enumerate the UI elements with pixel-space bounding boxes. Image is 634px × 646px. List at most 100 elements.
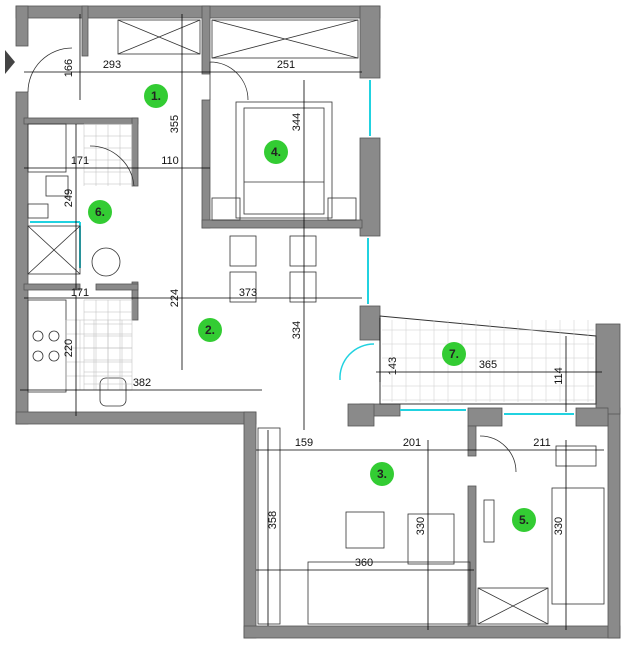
chair xyxy=(289,235,317,267)
bathtub xyxy=(27,225,81,275)
dimension-label: 171 xyxy=(71,155,89,167)
room-marker-4: 4. xyxy=(264,140,288,164)
wall xyxy=(467,485,477,627)
wall xyxy=(23,283,81,291)
nightstand xyxy=(327,197,357,221)
door-swing xyxy=(209,61,249,101)
room-label: 7. xyxy=(449,347,459,361)
room-marker-5: 5. xyxy=(512,508,536,532)
wall xyxy=(15,5,381,19)
dimension-label: 110 xyxy=(161,155,179,167)
wall xyxy=(467,407,503,427)
room-label: 1. xyxy=(151,89,161,103)
room-marker-3: 3. xyxy=(370,462,394,486)
wall xyxy=(81,5,89,57)
wall xyxy=(575,407,609,427)
stove-burner xyxy=(32,330,44,342)
room-label: 2. xyxy=(205,323,215,337)
room-label: 4. xyxy=(271,145,281,159)
double-bed xyxy=(235,101,333,219)
dimension-label: 358 xyxy=(267,511,279,529)
dimension-texts: 293 251 166 355 344 171 110 249 171 373 … xyxy=(63,59,565,569)
doors xyxy=(27,47,517,473)
dimension-label: 293 xyxy=(103,59,121,71)
door-swing xyxy=(339,343,375,381)
radiator xyxy=(483,499,495,543)
tv-unit xyxy=(407,513,455,565)
bathroom-tiles xyxy=(65,123,133,391)
wall xyxy=(595,323,621,415)
wall xyxy=(359,5,381,79)
wall xyxy=(607,407,621,639)
room-label: 3. xyxy=(377,467,387,481)
wardrobe xyxy=(211,19,359,59)
kitchen-counter xyxy=(27,299,67,393)
wall xyxy=(23,117,139,125)
dimension-label: 143 xyxy=(387,357,399,375)
wall xyxy=(359,305,381,341)
dimension-label: 114 xyxy=(553,367,565,385)
wall xyxy=(15,91,29,425)
room-label: 6. xyxy=(95,205,105,219)
dimension-label: 159 xyxy=(295,437,313,449)
desk xyxy=(555,445,597,467)
dimension-label: 330 xyxy=(553,517,565,535)
wall xyxy=(243,411,257,639)
bidet xyxy=(27,203,49,219)
washbasin xyxy=(91,247,121,277)
bed-inner xyxy=(243,107,325,215)
room-marker-6: 6. xyxy=(88,200,112,224)
dimension-label: 251 xyxy=(277,59,295,71)
dimension-label: 249 xyxy=(63,189,75,207)
room-label: 5. xyxy=(519,513,529,527)
stove-burner xyxy=(48,350,60,362)
wall xyxy=(467,425,477,457)
room-markers: 1. 2. 3. 4. 5. 6. 7. xyxy=(88,84,536,532)
wall xyxy=(131,117,139,187)
wall xyxy=(95,283,139,291)
dimension-label: 224 xyxy=(169,289,181,307)
chair xyxy=(229,271,257,303)
door-swing xyxy=(479,435,517,473)
wall xyxy=(201,99,211,229)
room-marker-2: 2. xyxy=(198,318,222,342)
dimension-label: 330 xyxy=(415,517,427,535)
wardrobe-cross xyxy=(211,19,359,59)
wall xyxy=(15,5,29,47)
chair xyxy=(229,235,257,267)
wall xyxy=(359,137,381,237)
door-swing xyxy=(89,145,135,187)
door-swing xyxy=(27,47,73,93)
radiator xyxy=(257,427,281,625)
stove-burner xyxy=(32,350,44,362)
sofa xyxy=(307,561,471,625)
stove-burner xyxy=(48,330,60,342)
tub-cross xyxy=(27,225,81,275)
cabinet xyxy=(27,123,67,173)
walls xyxy=(15,5,621,639)
wall xyxy=(201,219,363,229)
single-bed xyxy=(551,487,605,605)
dimension-label: 201 xyxy=(403,437,421,449)
dimension-lines xyxy=(20,14,604,630)
wardrobe xyxy=(477,587,549,625)
wall xyxy=(15,411,257,425)
dimension-label: 220 xyxy=(63,339,75,357)
nightstand xyxy=(211,197,241,221)
wall xyxy=(201,5,211,75)
wardrobe-cross xyxy=(117,19,201,55)
entrance-arrow-icon xyxy=(5,50,15,74)
wall xyxy=(243,625,621,639)
wall xyxy=(347,403,375,427)
wardrobe xyxy=(117,19,201,55)
kitchen-sink xyxy=(99,377,127,407)
dimension-label: 360 xyxy=(355,557,373,569)
toilet xyxy=(45,175,69,197)
dimension-label: 211 xyxy=(533,437,551,449)
dimension-label: 171 xyxy=(71,287,89,299)
chair xyxy=(289,271,317,303)
dimension-label: 334 xyxy=(291,321,303,339)
dimension-label: 355 xyxy=(169,115,181,133)
wardrobe-cross xyxy=(477,587,549,625)
